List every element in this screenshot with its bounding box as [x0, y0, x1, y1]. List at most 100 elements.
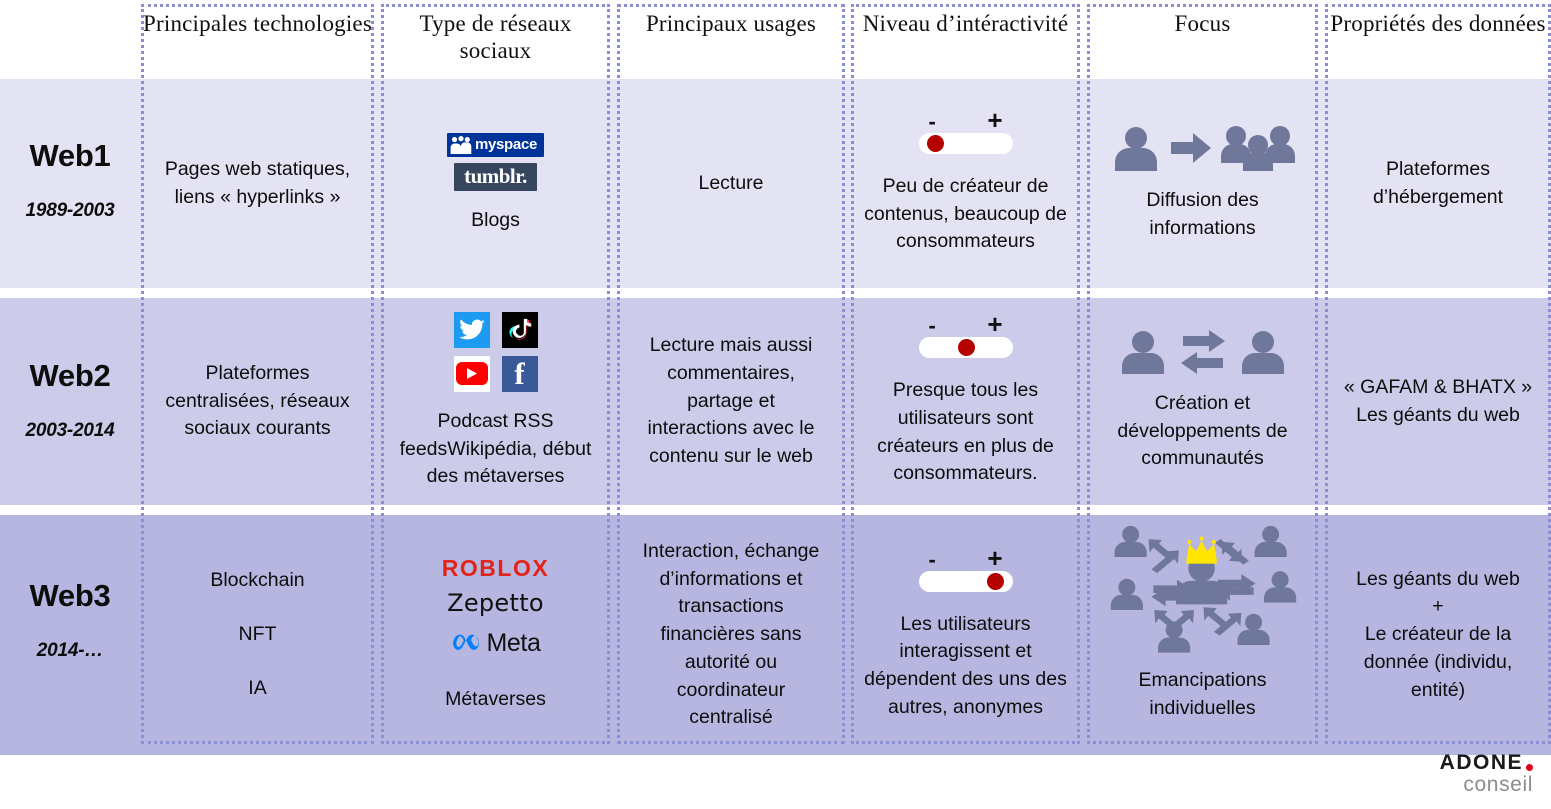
cell-web1-data: Plateformes d’hébergement — [1334, 79, 1542, 288]
cell-web1-focus: Diffusion des informations — [1096, 79, 1309, 288]
interactivity-slider-web1[interactable]: - + — [917, 107, 1015, 157]
minus-sign-icon: - — [928, 546, 936, 572]
person-icon — [1254, 525, 1287, 558]
social-logo-row-bottom: f — [453, 355, 538, 392]
column-header-networks: Type de réseaux sociaux — [419, 11, 572, 64]
tiktok-logo — [501, 311, 538, 348]
cell-web2-data: « GAFAM & BHATX » Les géants du web — [1334, 298, 1542, 505]
meta-infinity-icon — [452, 634, 479, 651]
myspace-logo: myspace — [446, 132, 545, 157]
minus-sign-icon: - — [928, 108, 936, 134]
cell-web1-data-text: Plateformes d’hébergement — [1372, 157, 1504, 208]
era-label-web3: Web3 2014-… — [0, 578, 140, 662]
brand-subtitle: conseil — [1463, 773, 1533, 796]
cell-web3-technologies: Blockchain NFT IA — [150, 515, 365, 755]
group-of-people-icon — [1220, 125, 1295, 171]
person-icon — [1121, 330, 1164, 374]
cell-web2-technologies: Plateformes centralisées, réseaux sociau… — [150, 298, 365, 505]
tech-item-nft: NFT — [238, 623, 277, 646]
arrow-right-icon — [1170, 132, 1211, 163]
myspace-people-icon — [450, 135, 472, 154]
plus-sign-icon: + — [987, 542, 1003, 573]
cell-web1-networks-caption: Blogs — [471, 208, 520, 231]
tech-item-blockchain: Blockchain — [210, 569, 305, 592]
roblox-logo: ROBLOX — [441, 554, 550, 581]
cell-web2-data-line-1: « GAFAM & BHATX » — [1343, 375, 1533, 398]
slider-knob-web1[interactable] — [926, 134, 944, 152]
cell-web3-networks: ROBLOX Zepetto Meta Métaverses — [390, 515, 601, 755]
cell-web2-usages-text: Lecture mais aussi commentaires, partage… — [647, 334, 815, 468]
cell-web3-usages-text: Interaction, échange d’informations et t… — [642, 540, 820, 729]
person-icon — [1241, 330, 1284, 374]
facebook-f-icon: f — [514, 356, 525, 392]
interactivity-slider-web2[interactable]: - + — [917, 311, 1015, 361]
era-label-web1: Web1 1989-2003 — [0, 138, 140, 222]
era-name-web2: Web2 — [29, 358, 111, 393]
cell-web3-interactivity: - + Les utilisateurs interagissent et dé… — [860, 515, 1071, 755]
column-header-interactivity: Niveau d’intéractivité — [862, 11, 1069, 36]
era-label-web2: Web2 2003-2014 — [0, 358, 140, 442]
cell-web2-networks: f Podcast RSS feedsWikipédia, début des … — [390, 298, 601, 505]
plus-sign-icon: + — [987, 104, 1003, 135]
slider-signs-web2: - + — [917, 311, 1015, 339]
cell-web3-focus: Emancipations individuelles — [1096, 515, 1309, 755]
person-icon — [1110, 578, 1143, 611]
cell-web1-technologies: Pages web statiques, liens « hyperlinks … — [150, 79, 365, 288]
plus-sign-icon: + — [987, 309, 1003, 340]
youtube-play-icon — [455, 362, 488, 386]
cell-web1-usages: Lecture — [626, 79, 836, 288]
slider-knob-web2[interactable] — [957, 339, 975, 357]
cell-web3-usages: Interaction, échange d’informations et t… — [626, 515, 836, 755]
focus-icon-decentralized-network — [1110, 525, 1296, 653]
focus-icon-peer-to-peer — [1119, 329, 1287, 374]
cell-web2-data-line-2: Les géants du web — [1356, 403, 1520, 426]
cell-web3-data-line-2: + — [1432, 595, 1444, 618]
interactivity-slider-web3[interactable]: - + — [917, 545, 1015, 595]
cell-web1-usages-text: Lecture — [698, 171, 764, 194]
zepetto-logo: Zepetto — [447, 588, 544, 617]
row-band-web1 — [0, 79, 1551, 288]
cell-web3-technologies-list: Blockchain NFT IA — [210, 567, 304, 702]
youtube-logo — [453, 355, 490, 392]
cell-web2-focus-text: Création et développements de communauté… — [1117, 391, 1288, 470]
cell-web3-interactivity-text: Les utilisateurs interagissent et dépend… — [864, 612, 1067, 718]
cell-web3-focus-text: Emancipations individuelles — [1138, 669, 1267, 719]
era-name-web3: Web3 — [29, 578, 111, 613]
cell-web1-focus-text: Diffusion des informations — [1146, 188, 1259, 239]
cell-web2-interactivity-text: Presque tous les utilisateurs sont créat… — [877, 379, 1054, 485]
cell-web2-interactivity: - + Presque tous les utilisateurs sont c… — [860, 298, 1071, 505]
focus-icon-one-to-many — [1111, 125, 1295, 171]
meta-wordmark: Meta — [486, 629, 541, 658]
slider-knob-web3[interactable] — [986, 572, 1004, 590]
brand-name: ADONE — [1439, 751, 1523, 774]
person-icon — [1114, 126, 1157, 171]
cell-web3-data-line-4: donnée (individu, — [1363, 650, 1513, 673]
bidirectional-arrows-icon — [1180, 329, 1225, 374]
tech-item-ia: IA — [248, 676, 267, 699]
connection-arrows-icon — [1148, 539, 1255, 636]
column-header-technologies: Principales technologies — [143, 11, 372, 36]
tumblr-logo: tumblr. — [454, 162, 537, 191]
column-header-usages: Principaux usages — [645, 11, 817, 36]
facebook-logo: f — [501, 355, 538, 392]
cell-web2-networks-caption: Podcast RSS feedsWikipédia, début des mé… — [399, 409, 592, 488]
cell-web1-networks: myspace tumblr. Blogs — [390, 79, 601, 288]
person-icon — [1237, 613, 1270, 646]
era-name-web1: Web1 — [29, 138, 111, 173]
cell-web2-usages: Lecture mais aussi commentaires, partage… — [626, 298, 836, 505]
column-header-data: Propriétés des données — [1330, 11, 1546, 36]
social-logo-row-top — [453, 311, 538, 348]
column-header-focus: Focus — [1174, 11, 1231, 36]
cell-web3-data-line-3: Le créateur de la — [1364, 623, 1512, 646]
cell-web3-data-line-5: entité) — [1410, 678, 1466, 701]
cell-web2-focus: Création et développements de communauté… — [1096, 298, 1309, 505]
row-band-web2 — [0, 298, 1551, 505]
cell-web1-technologies-text: Pages web statiques, liens « hyperlinks … — [164, 157, 351, 208]
cell-web3-data-line-1: Les géants du web — [1356, 567, 1520, 590]
play-triangle-icon — [466, 368, 477, 380]
minus-sign-icon: - — [928, 313, 936, 339]
cell-web3-networks-caption: Métaverses — [445, 687, 546, 710]
myspace-wordmark: myspace — [474, 136, 538, 154]
cell-web1-interactivity-text: Peu de créateur de contenus, beaucoup de… — [864, 174, 1067, 253]
